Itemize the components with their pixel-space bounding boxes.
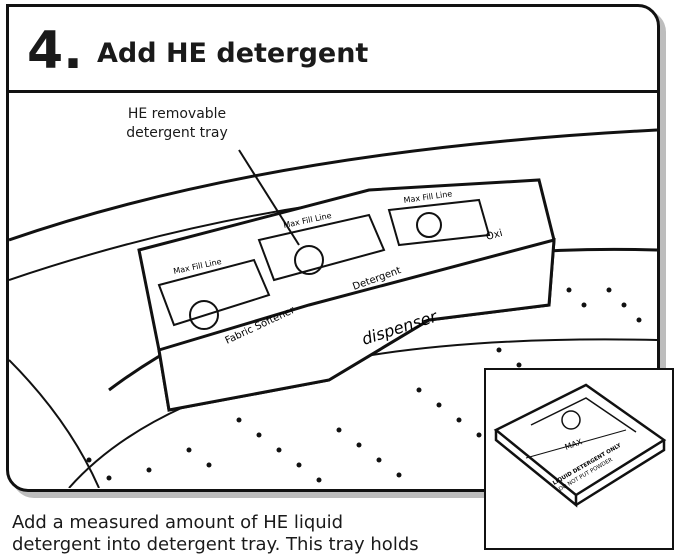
step-number: 4. <box>27 21 83 81</box>
tray-inset: MAX LIQUID DETERGENT ONLY DO NOT PUT POW… <box>484 368 674 550</box>
tray-callout: HE removable detergent tray <box>111 105 243 143</box>
washer-illustration: Max Fill Line Max Fill Line Max Fill Lin… <box>9 128 657 488</box>
oxi-label: Oxi <box>485 228 504 243</box>
step-title: Add HE detergent <box>97 38 369 69</box>
step-header: 4. Add HE detergent <box>9 7 657 93</box>
callout-line-2: detergent tray <box>126 125 228 141</box>
tray-inset-drawing: MAX LIQUID DETERGENT ONLY DO NOT PUT POW… <box>493 383 667 508</box>
callout-leader <box>238 149 300 246</box>
callout-line-1: HE removable <box>127 106 227 122</box>
instruction-text: Add a measured amount of HE liquid deter… <box>12 512 482 556</box>
washer-top-edge <box>9 128 657 242</box>
instruction-line-2: detergent into detergent tray. This tray… <box>12 534 419 555</box>
instruction-line-1: Add a measured amount of HE liquid <box>12 512 344 533</box>
tub-left-curve <box>9 359 100 488</box>
dispenser-front <box>157 238 556 412</box>
instruction-panel: 4. Add HE detergent <box>6 4 660 492</box>
